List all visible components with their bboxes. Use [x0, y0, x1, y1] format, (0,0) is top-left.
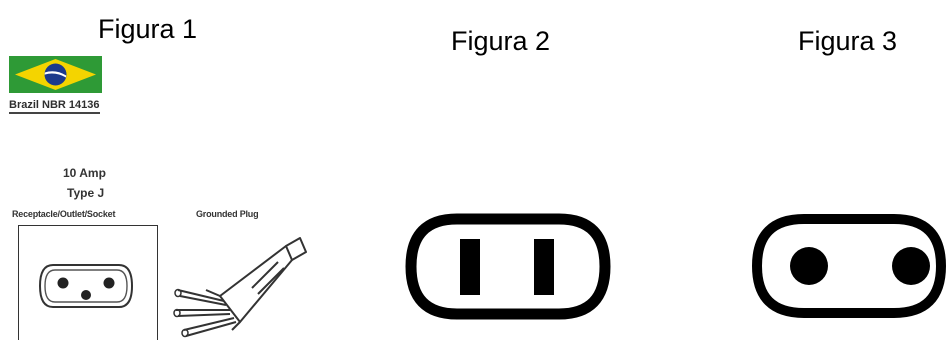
- flag-caption: Brazil NBR 14136: [9, 99, 100, 114]
- figure-2-title: Figura 2: [451, 26, 551, 56]
- amperage-label: 10 Amp: [63, 166, 106, 180]
- receptacle-label: Receptacle/Outlet/Socket: [12, 209, 116, 219]
- figure-3-title: Figura 3: [798, 26, 898, 56]
- flat-pin-socket-icon: [405, 213, 611, 320]
- grounded-plug-label: Grounded Plug: [196, 209, 259, 219]
- socket-frame: [18, 225, 158, 340]
- brazil-flag-icon: [9, 56, 102, 93]
- plug-type-label: Type J: [67, 186, 105, 200]
- type-j-socket-icon: [38, 264, 134, 308]
- figure-1-title: Figura 1: [98, 14, 198, 44]
- grounded-plug-icon: [173, 237, 307, 338]
- round-pin-socket-icon: [752, 214, 946, 318]
